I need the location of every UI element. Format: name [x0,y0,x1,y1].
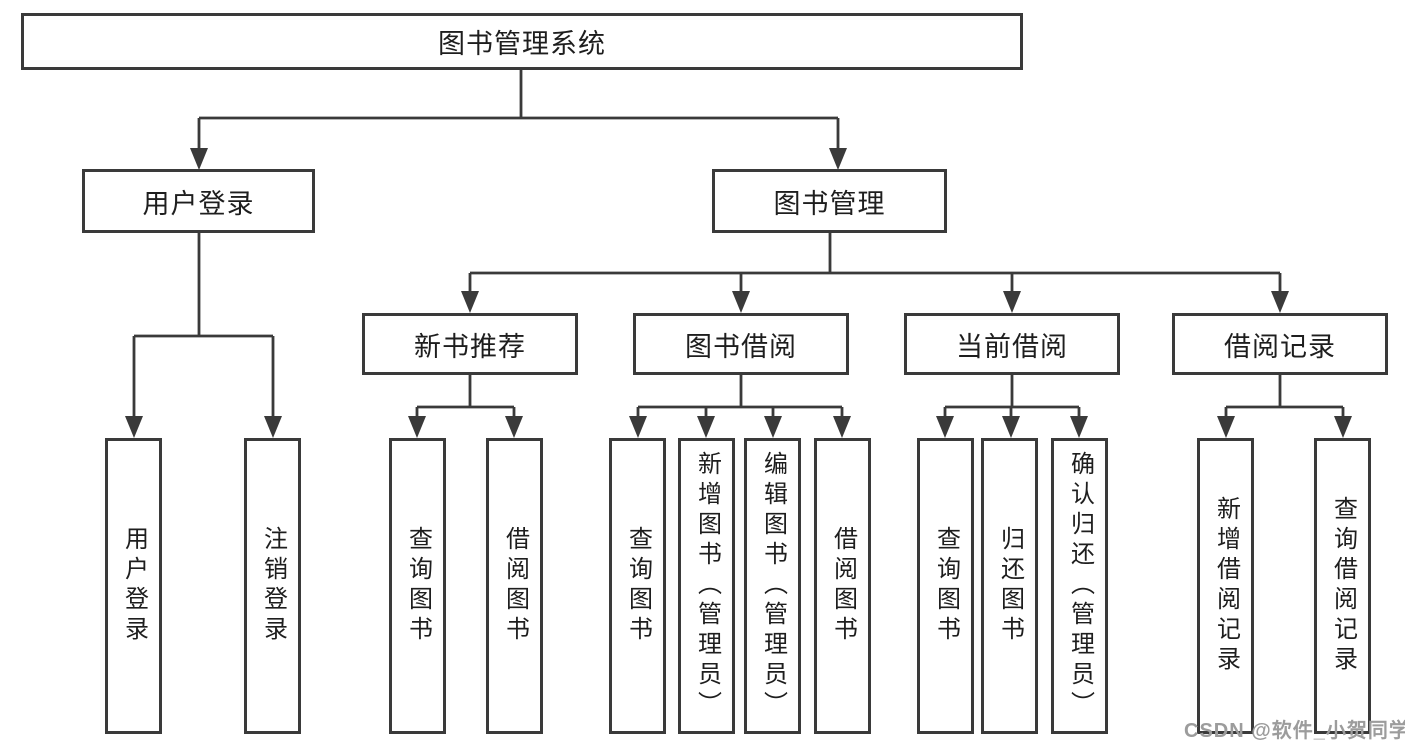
leaf-label: 注销登录 [259,526,287,646]
leaf-label: 编辑图书（管理员） [759,451,787,721]
leaf-add-book-admin: 新增图书（管理员） [678,438,735,734]
leaf-query-borrow-record: 查询借阅记录 [1314,438,1371,734]
leaf-add-borrow-record: 新增借阅记录 [1197,438,1254,734]
leaf-query-books-recommend: 查询图书 [389,438,446,734]
leaf-label: 新增图书（管理员） [693,451,721,721]
leaf-label: 查询图书 [932,526,960,646]
node-user-login: 用户登录 [82,169,315,233]
leaf-query-books-current: 查询图书 [917,438,974,734]
leaf-label: 确认归还（管理员） [1066,451,1094,721]
leaf-label: 用户登录 [120,526,148,646]
node-library-management-system: 图书管理系统 [21,13,1023,70]
leaf-user-login: 用户登录 [105,438,162,734]
leaf-label: 查询借阅记录 [1329,496,1357,676]
leaf-label: 查询图书 [404,526,432,646]
arrowheads [125,148,1352,438]
leaf-label: 查询图书 [624,526,652,646]
leaf-label: 归还图书 [996,526,1024,646]
leaf-edit-book-admin: 编辑图书（管理员） [744,438,801,734]
node-new-book-recommendation: 新书推荐 [362,313,578,375]
leaf-borrow-books: 借阅图书 [814,438,871,734]
node-borrowing-records: 借阅记录 [1172,313,1388,375]
leaf-logout: 注销登录 [244,438,301,734]
leaf-label: 新增借阅记录 [1212,496,1240,676]
leaf-borrow-books-recommend: 借阅图书 [486,438,543,734]
node-book-borrowing: 图书借阅 [633,313,849,375]
csdn-watermark: CSDN @软件_小贺同学 [1184,720,1405,742]
node-book-management: 图书管理 [712,169,947,233]
leaf-label: 借阅图书 [501,526,529,646]
leaf-label: 借阅图书 [829,526,857,646]
node-current-borrowing: 当前借阅 [904,313,1120,375]
leaf-return-book: 归还图书 [981,438,1038,734]
leaf-confirm-return-admin: 确认归还（管理员） [1051,438,1108,734]
leaf-query-books-borrowing: 查询图书 [609,438,666,734]
